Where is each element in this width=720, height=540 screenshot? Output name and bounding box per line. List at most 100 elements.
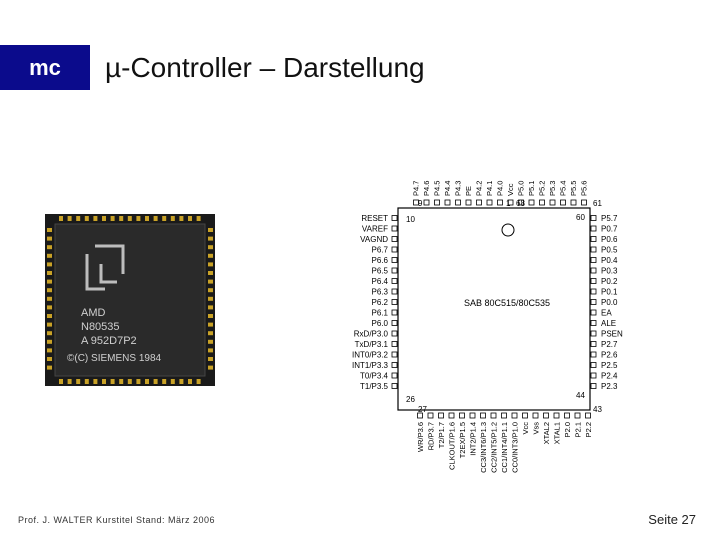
logo-text: mc [29,54,61,80]
pin-label-bottom: INT2/P1.4 [469,422,478,456]
pin-box [501,412,507,419]
photo-pin [208,322,213,327]
photo-pin [208,296,213,301]
pin-label-right: EA [601,309,612,318]
pin-box [564,412,570,419]
photo-pin [153,379,158,384]
photo-pin [93,216,98,221]
photo-pin [208,339,213,344]
photo-pin [110,379,115,384]
pin-box [480,412,486,419]
photo-pin [47,296,52,301]
pin-label-top: P5.3 [548,181,557,196]
pin-label-right: P2.3 [601,382,618,391]
photo-pin [47,279,52,284]
num-68: 68 [516,199,525,208]
pin-label-top: P4.0 [496,181,505,196]
photo-pin [208,279,213,284]
pin-label-left: P6.2 [372,298,389,307]
pin-label-left: P6.4 [372,277,389,286]
pin-label-bottom: CC0/INT3/P1.0 [511,422,520,473]
pin-box [391,215,398,221]
photo-pin [47,236,52,241]
pin-box [391,288,398,295]
pin-label-top: P5.6 [580,181,589,196]
pin-label-bottom: P2.2 [584,422,593,437]
pin-box [549,199,556,206]
pin-label-top: P5.5 [569,181,578,196]
pin-label-bottom: WR/P3.6 [416,422,425,452]
num-9: 9 [418,199,423,208]
pin-box [438,412,444,419]
photo-pin [208,228,213,232]
pin-box [532,412,539,419]
photo-pin [47,305,52,310]
pin-box [590,309,597,316]
pin-label-top: P5.1 [527,181,536,196]
photo-pin [208,253,213,258]
pin-label-top: P4.2 [475,181,484,196]
num-44: 44 [576,391,585,400]
pin1-marker [501,223,515,237]
pin-box [590,215,597,221]
pins-right: P5.7P0.7P0.6P0.5P0.4P0.3P0.2P0.1P0.0EAAL… [590,214,623,391]
pin-label-bottom: RD/P3.7 [427,422,436,450]
pin-box [511,412,518,419]
num-26: 26 [406,395,415,404]
pin-label-top: P4.1 [485,181,494,196]
photo-pin [59,216,63,221]
pin-box [423,199,430,206]
photo-pin [208,365,213,370]
pin-box [391,267,398,274]
pin-box [590,351,597,358]
photo-pin [145,216,149,221]
pin-label-left: P6.5 [372,267,389,276]
photo-pin [208,271,213,275]
pin-box [590,225,597,232]
pin-box [413,199,419,206]
pin-label-bottom: Vss [532,422,541,435]
pin-box [391,225,398,232]
pin-box [391,330,398,337]
pin-box [590,246,597,253]
pin-box [507,199,514,206]
pin-box [590,341,597,347]
pin-box [459,412,465,419]
pin-label-bottom: T2EX/P1.5 [458,422,467,458]
photo-pin [47,339,52,344]
photo-pin [84,216,89,221]
pin-label-top: P4.3 [454,181,463,196]
photo-pin [84,379,89,384]
chip-line-3: A 952D7P2 [81,335,137,347]
photo-pin [196,379,201,384]
pin-label-right: P2.6 [601,351,618,360]
num-27: 27 [418,405,427,414]
photo-pin [153,216,158,221]
photo-pin [127,379,132,384]
pin-box [486,199,493,206]
photo-pin [179,379,184,384]
pin-label-left: P6.7 [372,246,389,255]
photo-pin [102,379,106,384]
pin-label-right: P0.5 [601,246,618,255]
photo-pin [136,379,141,384]
pin-label-right: P0.2 [601,277,618,286]
photo-pin [208,331,213,336]
photo-pin [47,253,52,258]
pin-label-top: P4.6 [422,181,431,196]
num-43: 43 [593,405,602,414]
pin-box [570,199,577,206]
photo-pin [47,357,52,361]
photo-pin [208,314,213,318]
photo-pin [76,216,81,221]
pin-label-left: RxD/P3.0 [354,330,389,339]
pin-label-top: P5.0 [517,181,526,196]
pin-box [391,246,398,253]
pin-box [391,362,398,368]
pin-box [560,199,566,206]
pin-label-right: P0.4 [601,256,618,265]
chip-line-1: AMD [81,307,106,319]
pin-box [590,383,597,389]
pin-label-top: PE [464,186,473,196]
